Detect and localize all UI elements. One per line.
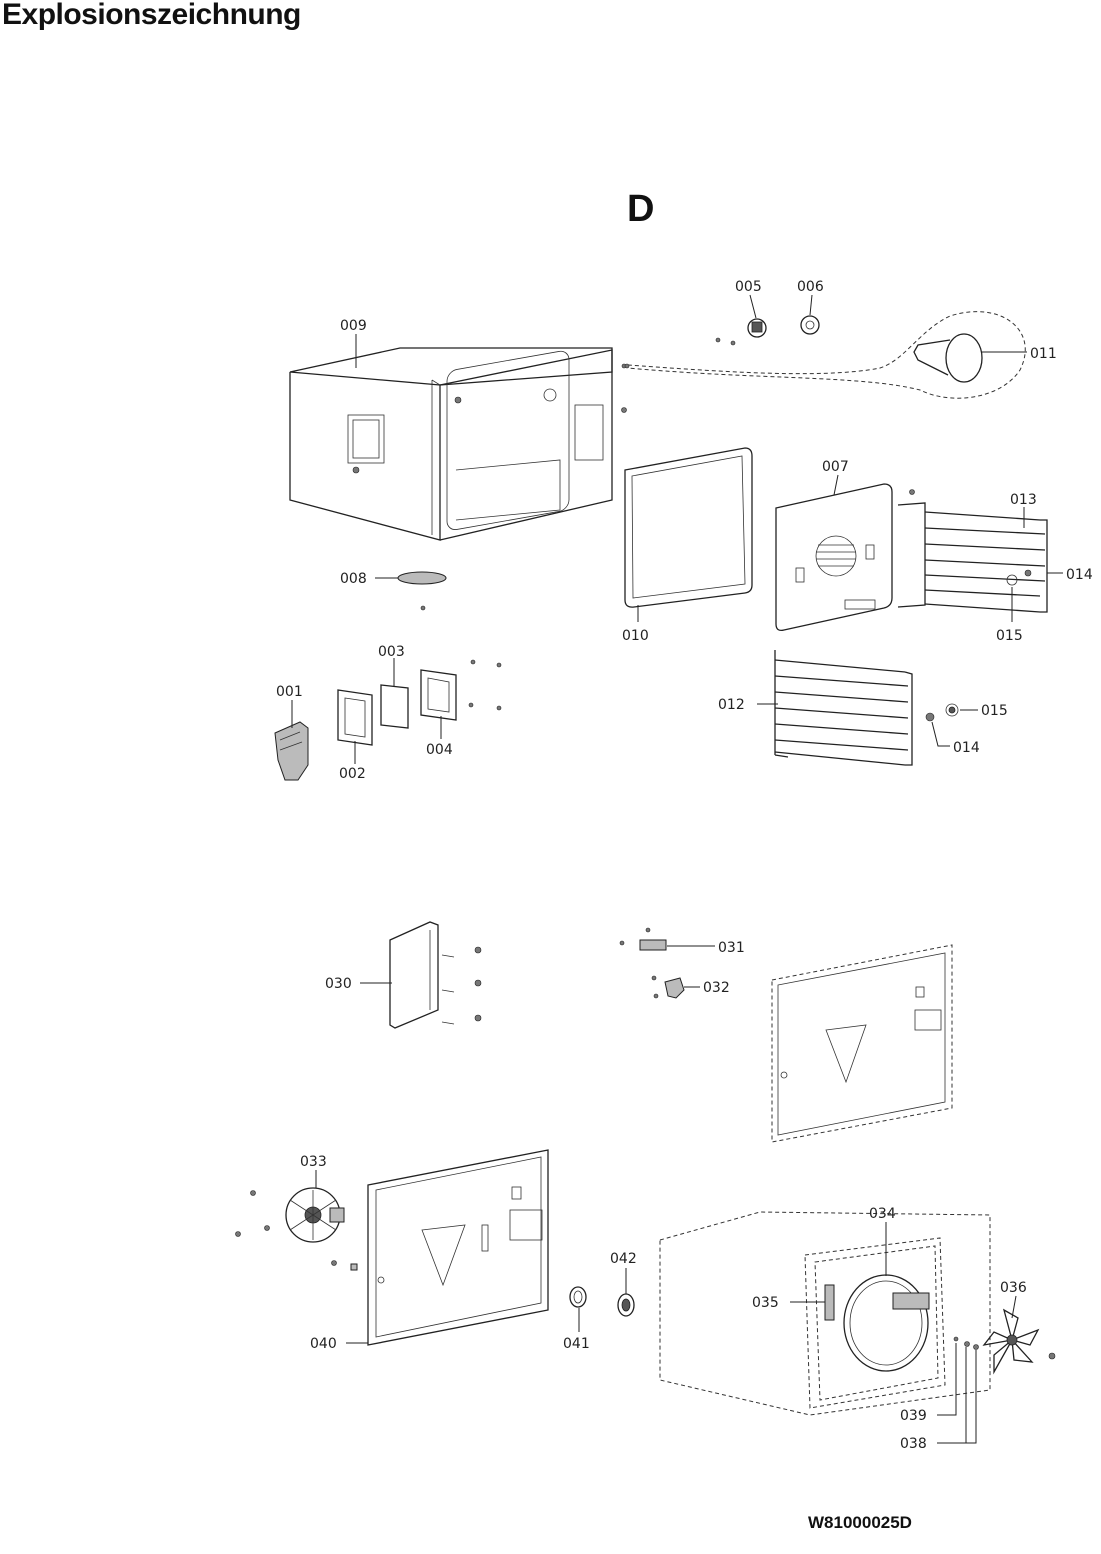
part-003-glass [380, 684, 409, 729]
label-013: 013 [1010, 492, 1037, 508]
rear-cover-dashed [771, 944, 953, 1143]
label-033: 033 [300, 1154, 327, 1170]
part-008-disc [397, 571, 447, 611]
part-036-fan-wheel [953, 1308, 1056, 1375]
label-009: 009 [340, 318, 367, 334]
part-005-bracket [715, 318, 767, 346]
part-034-heating-ring [843, 1274, 930, 1372]
label-003: 003 [378, 644, 405, 660]
label-002: 002 [339, 766, 366, 782]
label-001: 001 [276, 684, 303, 700]
label-032: 032 [703, 980, 730, 996]
label-039: 039 [900, 1408, 927, 1424]
label-040: 040 [310, 1336, 337, 1352]
part-011-knob [624, 311, 1026, 399]
part-041-bushing [569, 1286, 587, 1308]
part-042-seal-ring [617, 1293, 635, 1317]
part-012-side-rack [774, 650, 959, 766]
label-012: 012 [718, 697, 745, 713]
document-number: W81000025D [808, 1513, 912, 1532]
label-007: 007 [822, 459, 849, 475]
part-002-gasket [337, 689, 373, 746]
label-035: 035 [752, 1295, 779, 1311]
part-040-rear-panel [331, 1149, 549, 1346]
part-013-side-rack [897, 502, 1048, 613]
part-031-sensor [619, 927, 667, 951]
label-014-upper: 014 [1066, 567, 1093, 583]
label-031: 031 [718, 940, 745, 956]
page-title: Explosionszeichnung [2, 0, 301, 31]
label-036: 036 [1000, 1280, 1027, 1296]
oven-body-dashed [659, 1211, 991, 1416]
part-035-bracket [824, 1284, 835, 1321]
part-033-fan-motor [235, 1187, 345, 1243]
label-042: 042 [610, 1251, 637, 1267]
label-004: 004 [426, 742, 453, 758]
part-006-ring [800, 315, 820, 335]
label-038: 038 [900, 1436, 927, 1452]
part-labels: 009 005 006 011 007 013 014 008 010 015 … [276, 279, 1093, 1452]
part-030-heater-bracket [389, 921, 482, 1029]
label-034: 034 [869, 1206, 896, 1222]
label-041: 041 [563, 1336, 590, 1352]
label-005: 005 [735, 279, 762, 295]
label-015-upper: 015 [996, 628, 1023, 644]
label-015-lower: 015 [981, 703, 1008, 719]
part-001-lamp-housing [274, 721, 309, 781]
leader-lines [291, 294, 1063, 1444]
part-009-oven-cavity [289, 347, 627, 541]
label-011: 011 [1030, 346, 1057, 362]
part-004-frame [420, 659, 502, 721]
label-014-lower: 014 [953, 740, 980, 756]
part-010-door-seal [624, 447, 753, 608]
section-label: D [627, 188, 655, 230]
label-030: 030 [325, 976, 352, 992]
label-010: 010 [622, 628, 649, 644]
part-007-back-panel [775, 483, 915, 632]
label-006: 006 [797, 279, 824, 295]
label-008: 008 [340, 571, 367, 587]
part-032-thermostat [651, 975, 685, 999]
